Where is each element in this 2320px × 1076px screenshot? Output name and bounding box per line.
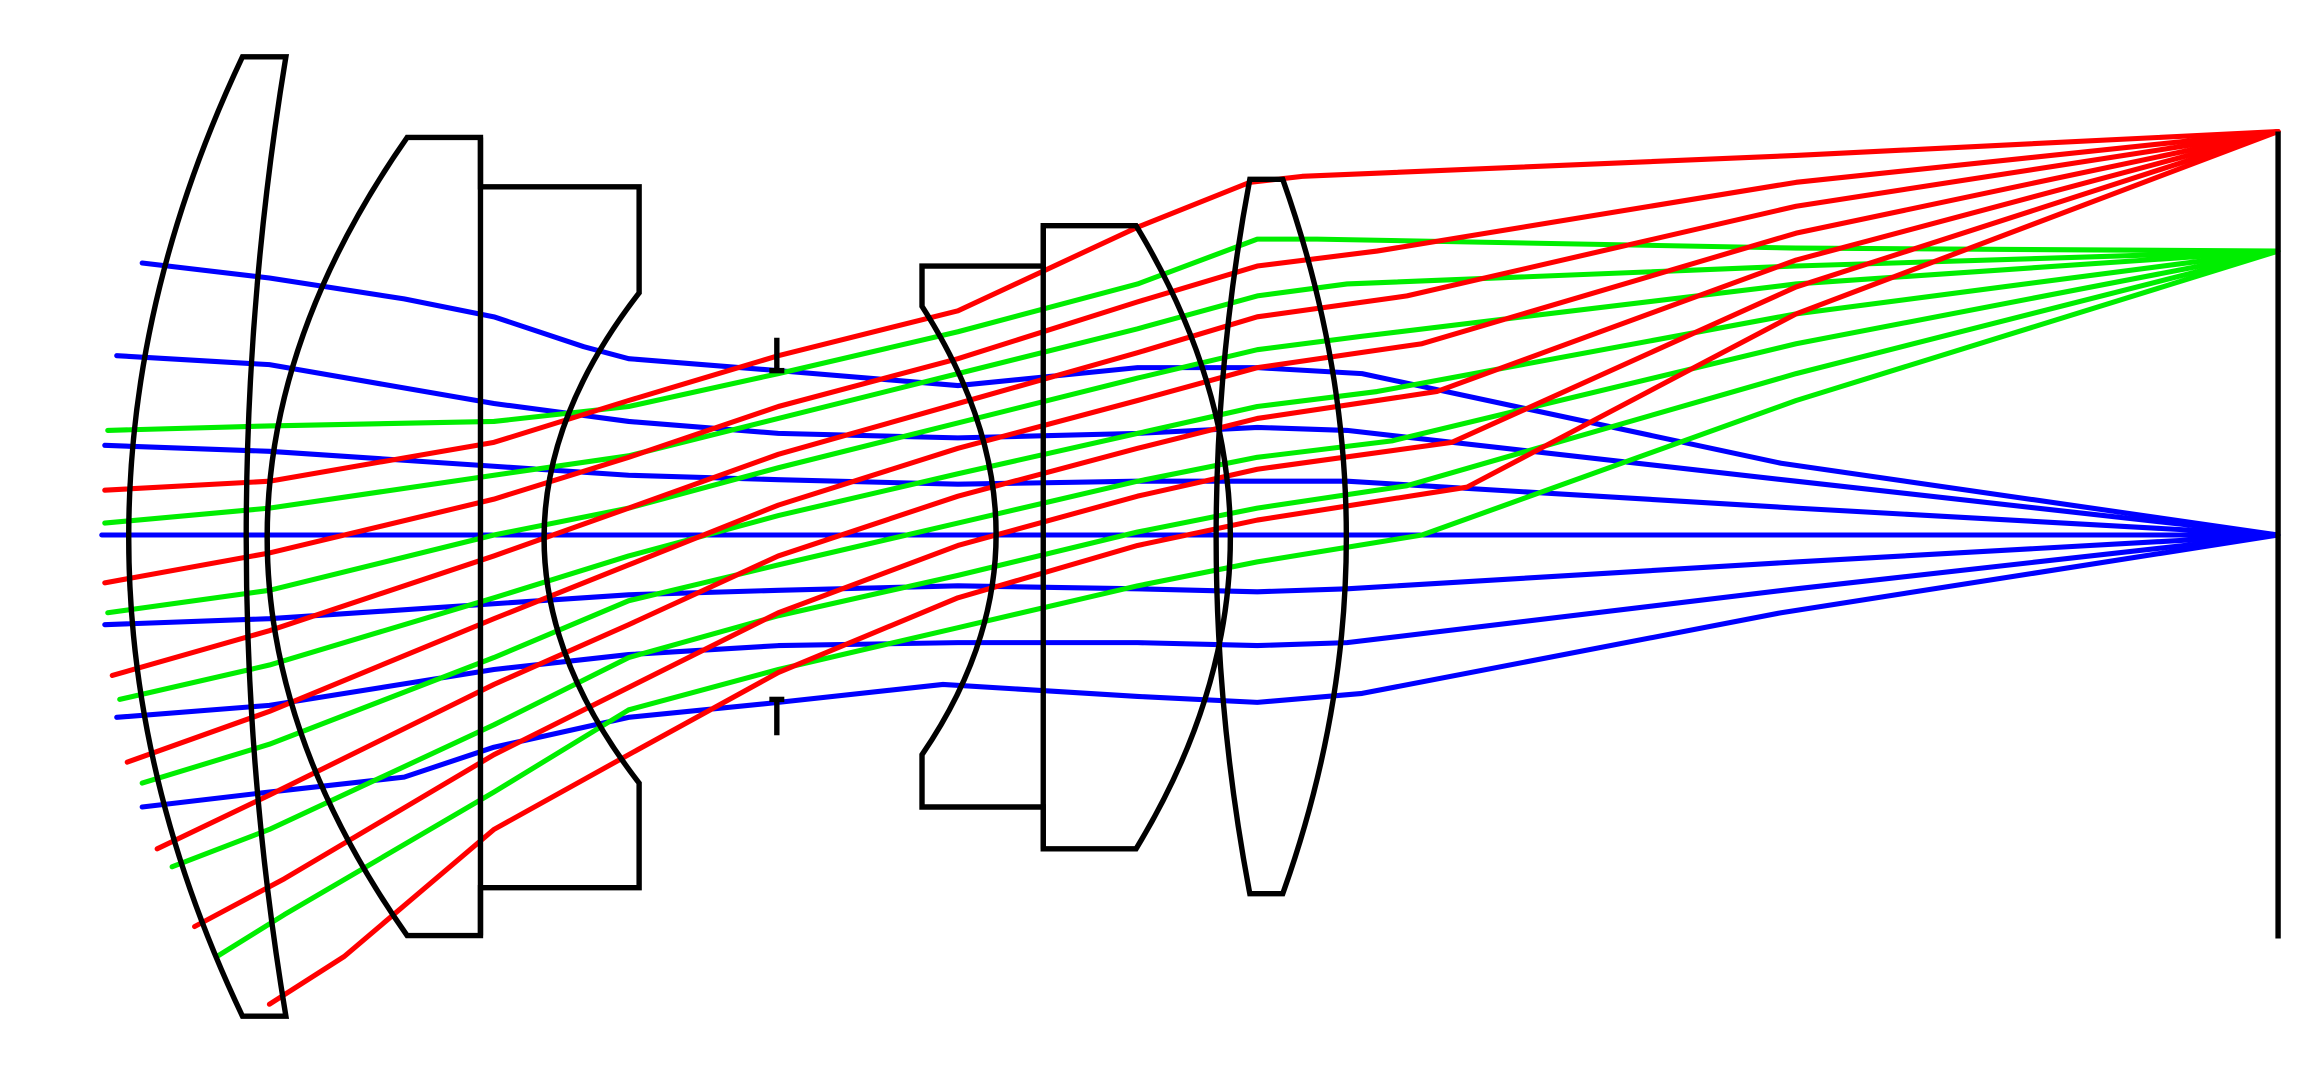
ray-on-axis-6: [114, 532, 2281, 720]
ray-full-field-7: [266, 128, 2281, 1007]
ray-full-field-1: [102, 128, 2281, 493]
lens-elements: [126, 54, 2281, 1019]
ray-on-axis-3: [102, 442, 2281, 538]
ray-full-field-5: [154, 128, 2281, 852]
ray-mid-field-1: [105, 236, 2281, 433]
ray-mid-field-7: [214, 248, 2281, 959]
ray-full-field-3: [109, 128, 2281, 679]
ray-on-axis-5: [102, 532, 2281, 628]
ray-on-axis-2: [114, 353, 2281, 538]
aperture-stop: [769, 337, 785, 736]
lens-element-4: [1213, 176, 1350, 897]
ray-bundles: [99, 128, 2281, 1007]
ray-mid-field-4: [117, 248, 2281, 702]
ray-full-field-2: [102, 128, 2281, 586]
ray-full-field-4: [124, 128, 2281, 765]
lens-element-1: [126, 54, 290, 1019]
lens-element-3: [919, 222, 1233, 852]
ray-full-field-6: [192, 128, 2281, 930]
